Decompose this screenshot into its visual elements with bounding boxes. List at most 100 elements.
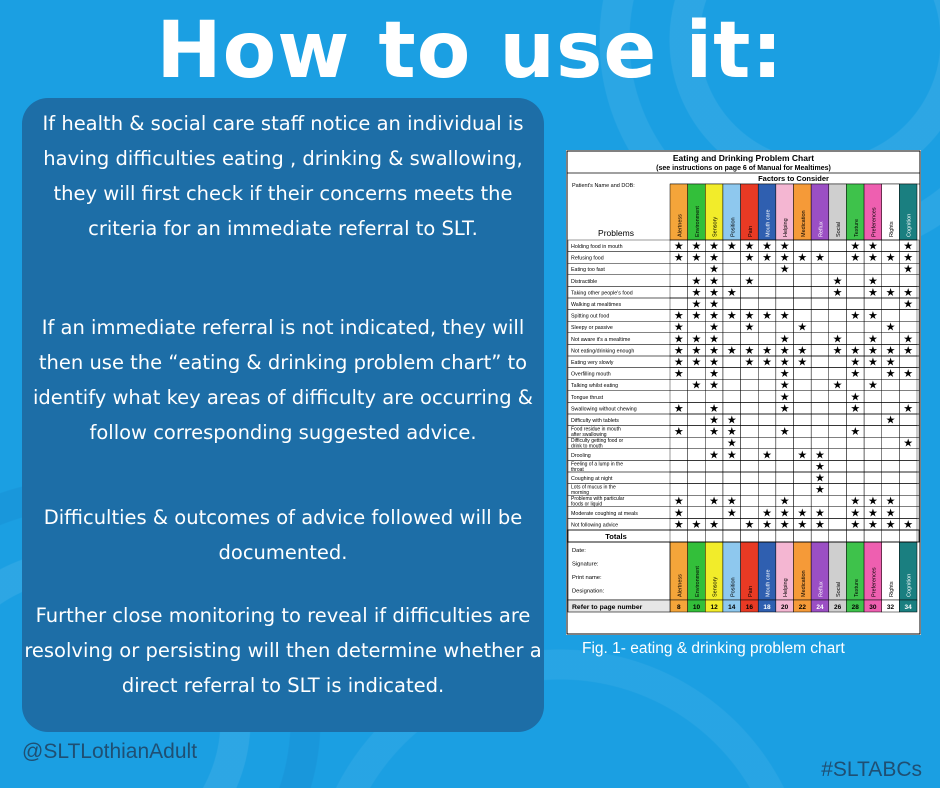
figure-caption: Fig. 1- eating & drinking problem chart [582, 640, 845, 657]
star-mark: ★ [833, 287, 843, 299]
star-mark: ★ [727, 310, 737, 322]
star-mark: ★ [674, 333, 684, 345]
problem-label: Eating too fast [571, 267, 605, 273]
chart-subtitle: (see instructions on page 6 of Manual fo… [656, 165, 831, 172]
problem-label: Feeling of a lump in the [571, 461, 623, 467]
page-number: 24 [816, 604, 824, 611]
factor-label: Environment [695, 206, 701, 237]
paragraph-problem-chart: If an immediate referral is not indicate… [33, 316, 533, 444]
star-mark: ★ [709, 426, 719, 438]
star-mark: ★ [709, 403, 719, 415]
page-number: 20 [781, 604, 789, 611]
factor-label: Medication [801, 210, 807, 237]
star-mark: ★ [709, 322, 719, 334]
star-mark: ★ [780, 519, 790, 531]
star-mark: ★ [727, 507, 737, 519]
problem-label: Problems with particular [571, 496, 625, 502]
footer-field: Print name: [572, 575, 602, 581]
problem-label: Not following advice [571, 522, 618, 528]
star-mark: ★ [780, 496, 790, 508]
star-mark: ★ [886, 496, 896, 508]
problem-label: Refusing food [571, 256, 604, 262]
star-mark: ★ [780, 403, 790, 415]
star-mark: ★ [692, 310, 702, 322]
star-mark: ★ [674, 310, 684, 322]
star-mark: ★ [744, 345, 754, 357]
factor-footer-label: Rights [889, 581, 895, 597]
star-mark: ★ [886, 322, 896, 334]
problem-label-cont: drink to mouth [571, 444, 603, 450]
star-mark: ★ [815, 252, 825, 264]
page-number: 34 [905, 604, 913, 611]
star-mark: ★ [868, 507, 878, 519]
problems-heading: Problems [598, 228, 634, 238]
star-mark: ★ [903, 252, 913, 264]
factor-label: Texture [854, 219, 860, 237]
star-mark: ★ [692, 287, 702, 299]
problem-label: Distractible [571, 279, 597, 285]
factor-label: Mouth care [766, 209, 772, 237]
factor-label: Preferences [871, 207, 877, 237]
problem-label: Difficulty with tablets [571, 418, 619, 424]
star-mark: ★ [762, 357, 772, 369]
star-mark: ★ [674, 403, 684, 415]
twitter-handle[interactable]: @SLTLothianAdult [22, 740, 198, 763]
refer-label: Refer to page number [572, 604, 643, 611]
star-mark: ★ [709, 264, 719, 276]
star-mark: ★ [674, 241, 684, 253]
star-mark: ★ [868, 310, 878, 322]
paragraph-monitoring: Further close monitoring to reveal if di… [24, 604, 542, 697]
star-mark: ★ [674, 368, 684, 380]
problem-label: Lots of mucus in the [571, 485, 616, 491]
star-mark: ★ [780, 333, 790, 345]
factor-footer-label: Position [730, 577, 736, 597]
star-mark: ★ [709, 368, 719, 380]
footer-field: Date: [572, 548, 586, 554]
star-mark: ★ [709, 496, 719, 508]
star-mark: ★ [850, 403, 860, 415]
star-mark: ★ [762, 507, 772, 519]
star-mark: ★ [868, 380, 878, 392]
star-mark: ★ [727, 287, 737, 299]
star-mark: ★ [709, 380, 719, 392]
page-number: 12 [710, 604, 718, 611]
star-mark: ★ [886, 357, 896, 369]
star-mark: ★ [903, 264, 913, 276]
star-mark: ★ [886, 287, 896, 299]
problem-label: Not aware it's a mealtime [571, 337, 630, 343]
page-number: 16 [746, 604, 754, 611]
star-mark: ★ [850, 426, 860, 438]
star-mark: ★ [780, 380, 790, 392]
page-number: 18 [763, 604, 771, 611]
problem-label: Eating very slowly [571, 360, 614, 366]
footer-field: Signature: [572, 562, 599, 568]
star-mark: ★ [850, 241, 860, 253]
star-mark: ★ [762, 241, 772, 253]
star-mark: ★ [692, 299, 702, 311]
star-mark: ★ [815, 461, 825, 473]
problem-label: Sleepy or passive [571, 325, 613, 331]
star-mark: ★ [709, 333, 719, 345]
star-mark: ★ [709, 287, 719, 299]
star-mark: ★ [709, 519, 719, 531]
star-mark: ★ [903, 345, 913, 357]
star-mark: ★ [762, 519, 772, 531]
paragraph-documentation: Difficulties & outcomes of advice follow… [43, 506, 523, 564]
star-mark: ★ [744, 322, 754, 334]
star-mark: ★ [674, 507, 684, 519]
star-mark: ★ [762, 252, 772, 264]
star-mark: ★ [692, 252, 702, 264]
star-mark: ★ [674, 252, 684, 264]
star-mark: ★ [903, 241, 913, 253]
totals-label: Totals [605, 532, 627, 541]
page-number: 10 [693, 604, 701, 611]
star-mark: ★ [727, 426, 737, 438]
star-mark: ★ [780, 357, 790, 369]
page-number-cell [899, 599, 918, 613]
hashtag[interactable]: #SLTABCs [821, 758, 922, 781]
refer-label-cell [567, 599, 671, 613]
star-mark: ★ [727, 345, 737, 357]
star-mark: ★ [780, 252, 790, 264]
star-mark: ★ [868, 287, 878, 299]
star-mark: ★ [674, 357, 684, 369]
